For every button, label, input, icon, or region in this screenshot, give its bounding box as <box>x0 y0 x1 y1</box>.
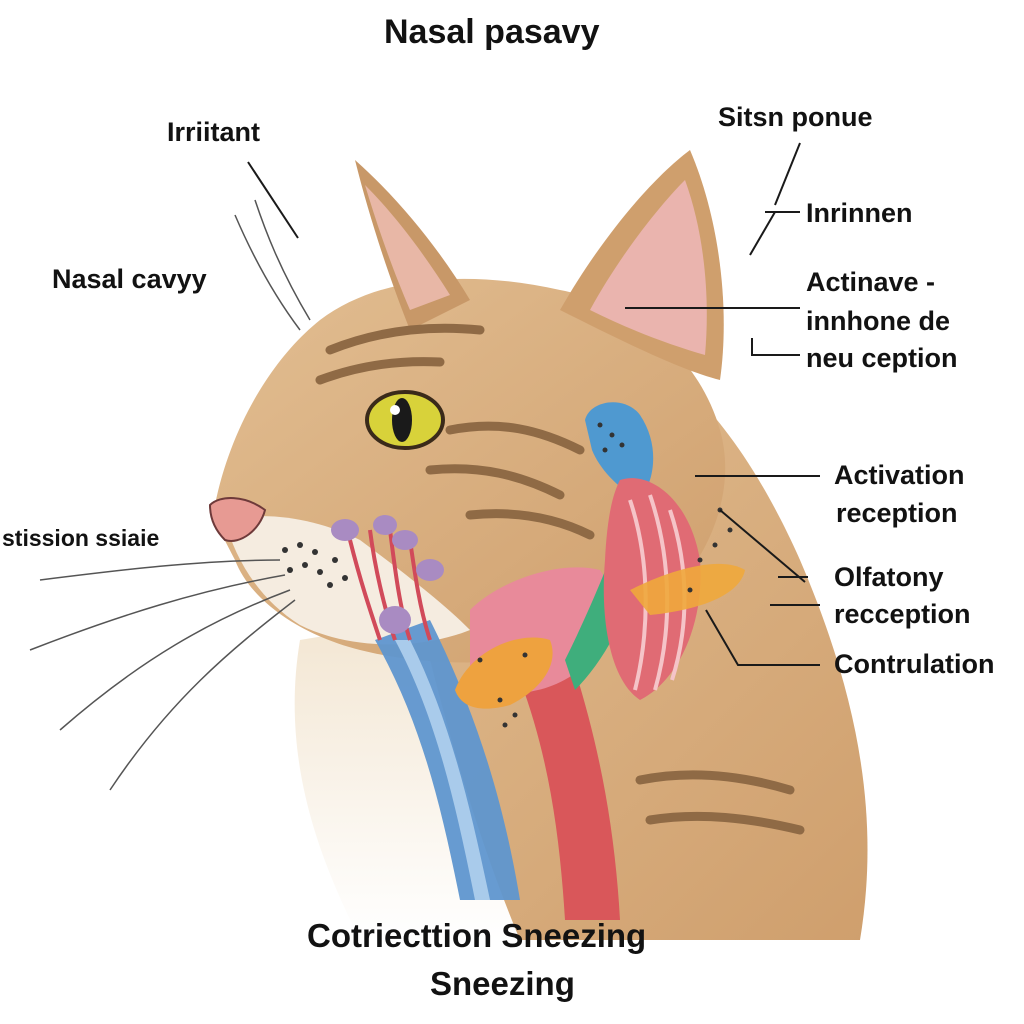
cat-pupil <box>392 398 412 442</box>
label-olfactory-line2: recception <box>834 598 971 630</box>
label-actinave-line3: neu ception <box>806 342 958 374</box>
label-activation-line1: Activation <box>834 459 965 491</box>
label-nasal-cavity: Nasal cavyy <box>52 263 207 295</box>
label-stission: stission ssiaie <box>2 525 159 553</box>
label-activation-line2: reception <box>836 497 958 529</box>
label-contrulation: Contrulation <box>834 648 994 680</box>
label-actinave-line2: innhone de <box>806 305 950 337</box>
label-olfactory-line1: Olfatony <box>834 561 944 593</box>
label-actinave-line1: Actinave - <box>806 266 935 298</box>
label-sitsn-ponue: Sitsn ponue <box>718 101 873 133</box>
caption-line2: Sneezing <box>430 964 575 1004</box>
label-inrinnen: Inrinnen <box>806 197 913 229</box>
caption-line1: Cotriecttion Sneezing <box>307 916 646 956</box>
label-irritant: Irriitant <box>167 116 260 148</box>
diagram-title: Nasal pasavy <box>384 12 600 53</box>
